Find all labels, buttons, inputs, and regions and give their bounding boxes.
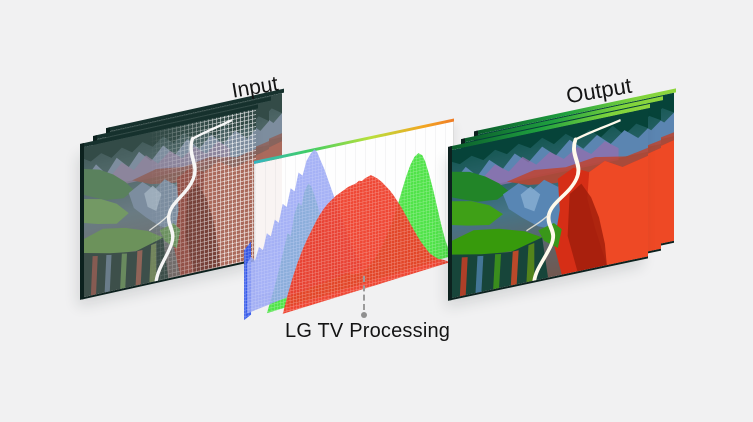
histogram-panel	[244, 118, 454, 321]
output-image-stack	[448, 88, 676, 301]
connector-dot	[361, 312, 367, 318]
input-frame-front	[80, 104, 258, 300]
processing-label: LG TV Processing	[285, 320, 451, 342]
connector-dashed-line	[363, 276, 365, 310]
input-image-stack	[80, 88, 284, 300]
